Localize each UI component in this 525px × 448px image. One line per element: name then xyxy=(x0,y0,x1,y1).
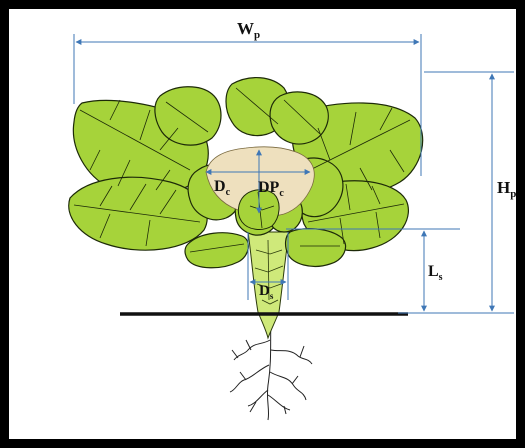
label-wp: Wp xyxy=(237,19,260,41)
label-hp: Hp xyxy=(497,178,516,200)
roots xyxy=(230,318,312,420)
label-ls: Ls xyxy=(428,263,443,283)
